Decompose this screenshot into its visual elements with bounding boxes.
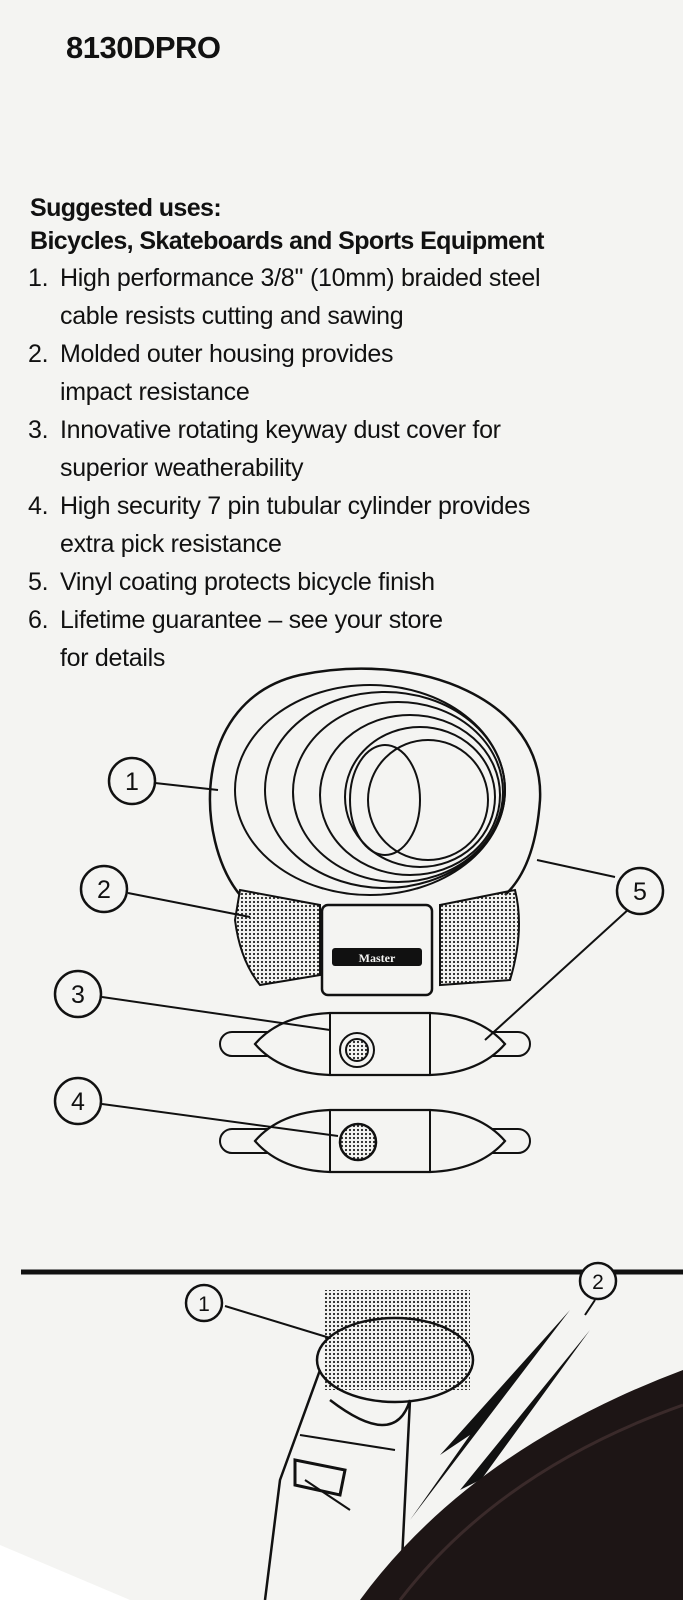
callout-5: 5 <box>615 866 665 916</box>
bottom-callout-2: 2 <box>578 1261 618 1301</box>
feature-text: Innovative rotating keyway dust cover fo… <box>60 416 501 444</box>
svg-text:2: 2 <box>592 1271 604 1294</box>
feature-text: cable resists cutting and sawing <box>60 302 404 330</box>
callout-2: 2 <box>79 864 129 914</box>
svg-text:5: 5 <box>633 878 647 906</box>
feature-text: Molded outer housing provides <box>60 340 394 368</box>
callout-4: 4 <box>53 1076 103 1126</box>
lock-brand-logo: Master <box>359 951 396 965</box>
tubular-cylinder-illustration <box>219 1108 531 1174</box>
svg-text:4: 4 <box>71 1088 85 1116</box>
feature-number: 5. <box>28 568 49 596</box>
suggested-uses-subheading: Bicycles, Skateboards and Sports Equipme… <box>30 227 544 255</box>
feature-text: Vinyl coating protects bicycle finish <box>60 568 435 596</box>
feature-text: extra pick resistance <box>60 530 282 558</box>
feature-text: for details <box>60 644 166 672</box>
feature-number: 3. <box>28 416 49 444</box>
coiled-cable-illustration <box>208 667 542 896</box>
feature-text: impact resistance <box>60 378 250 406</box>
svg-text:1: 1 <box>125 768 139 796</box>
bike-mount-illustration: 1 2 <box>0 1261 683 1600</box>
keyway-dust-cover-illustration <box>219 1011 531 1077</box>
feature-text: High security 7 pin tubular cylinder pro… <box>60 492 531 520</box>
lock-body-illustration: Master <box>233 888 520 997</box>
cable-lock-diagram: Master 1 2 3 4 5 <box>53 667 665 1174</box>
svg-text:2: 2 <box>97 876 111 904</box>
feature-number: 6. <box>28 606 49 634</box>
callout-1: 1 <box>107 756 157 806</box>
bottom-callout-1: 1 <box>184 1283 224 1323</box>
model-number: 8130DPRO <box>66 30 221 65</box>
feature-text: superior weatherability <box>60 454 304 482</box>
feature-number: 2. <box>28 340 49 368</box>
callout-3: 3 <box>53 969 103 1019</box>
svg-text:1: 1 <box>198 1293 210 1316</box>
feature-number: 4. <box>28 492 49 520</box>
suggested-uses-heading: Suggested uses: <box>30 194 222 222</box>
svg-text:3: 3 <box>71 981 85 1009</box>
feature-text: High performance 3/8'' (10mm) braided st… <box>60 264 541 292</box>
feature-text: Lifetime guarantee – see your store <box>60 606 443 634</box>
feature-number: 1. <box>28 264 49 292</box>
